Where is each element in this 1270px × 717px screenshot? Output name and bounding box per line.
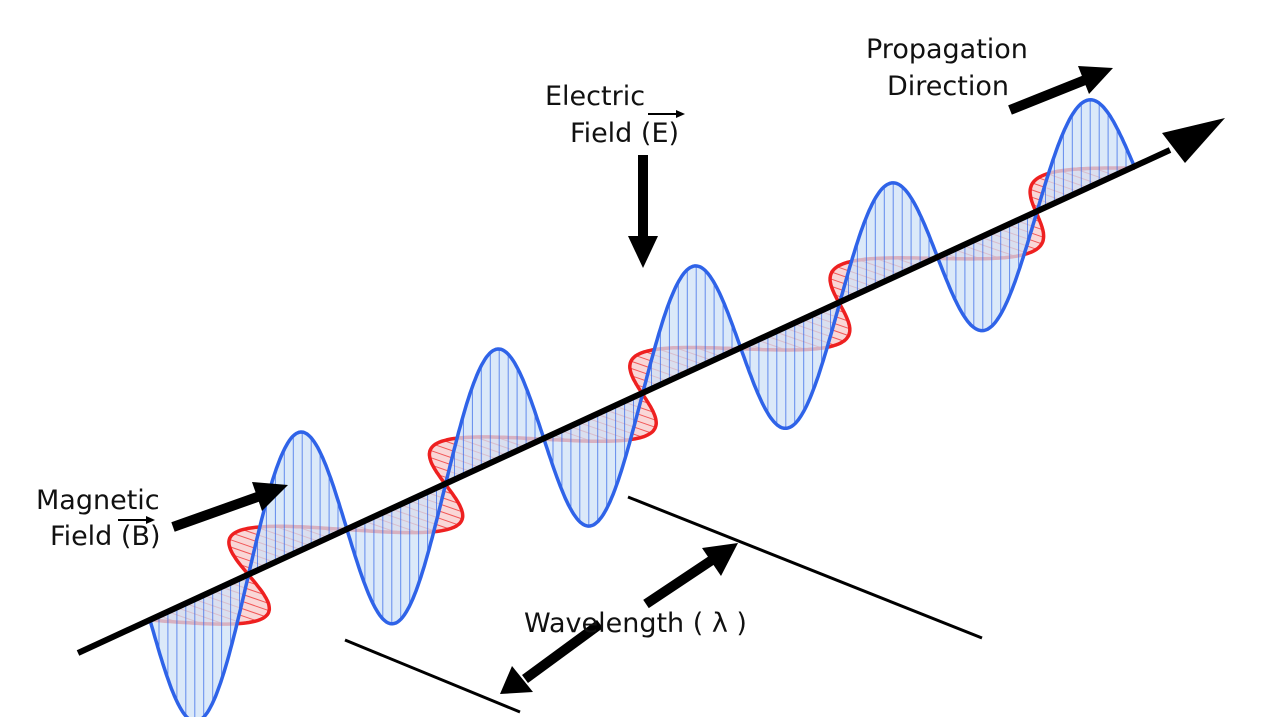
electric-field-wave	[148, 98, 1137, 717]
wavelength-span-line-right	[627, 495, 983, 640]
wavelength-arrow-up	[643, 543, 738, 609]
magnetic-vector-tip	[146, 516, 155, 524]
propagation-direction-label-line1: Propagation	[866, 34, 1028, 65]
wavelength-label: Wavelength ( λ )	[524, 608, 747, 639]
electric-field-symbol: E	[651, 118, 668, 149]
electric-wave-fill	[150, 99, 1135, 717]
propagation-direction-arrow	[1008, 66, 1113, 115]
wavelength-span-line-left	[344, 638, 521, 714]
electric-field-label-line1: Electric	[545, 81, 645, 112]
electric-vector-tip	[676, 110, 685, 118]
propagation-axis-arrowhead	[1162, 118, 1225, 163]
magnetic-field-label-line1: Magnetic	[36, 485, 160, 516]
propagation-axis	[76, 147, 1172, 656]
magnetic-field-symbol: B	[131, 521, 150, 552]
electric-field-label-line2: Field (E)	[570, 118, 679, 149]
magnetic-field-label-line2: Field (B)	[50, 521, 161, 552]
magnetic-field-arrow	[171, 482, 288, 532]
electric-field-arrow	[628, 155, 658, 268]
propagation-direction-label-line2: Direction	[887, 71, 1009, 102]
wavelength-arrow-down	[500, 619, 603, 694]
